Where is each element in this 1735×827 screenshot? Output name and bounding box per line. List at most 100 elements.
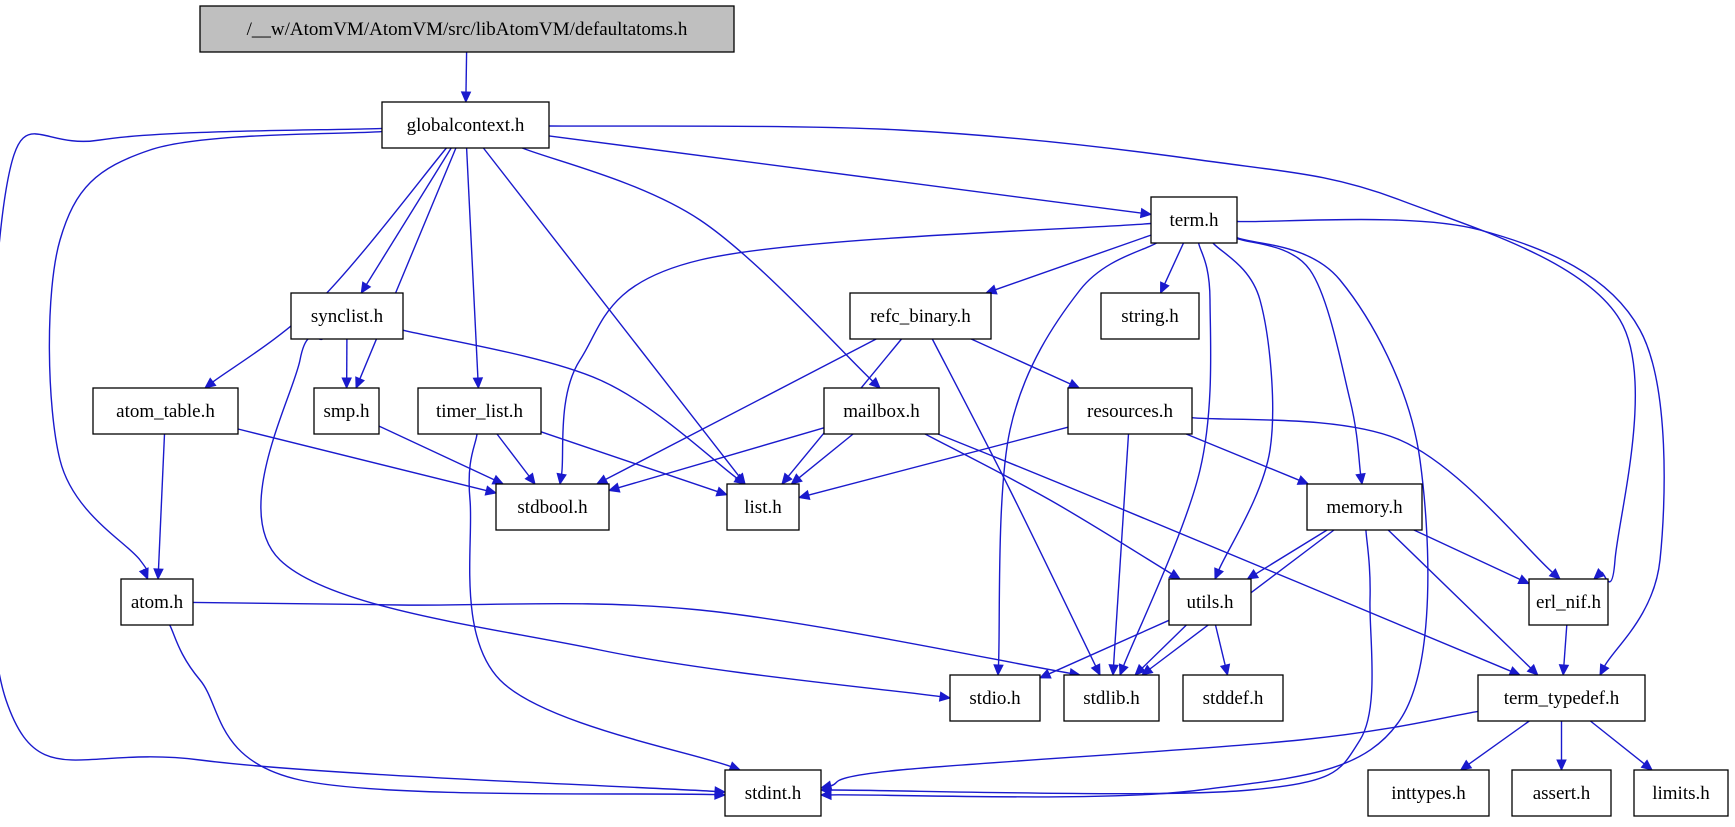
edge-line bbox=[1185, 433, 1300, 481]
node-utils[interactable]: utils.h bbox=[1168, 578, 1252, 626]
arrowhead bbox=[1214, 567, 1224, 581]
node-label: stdint.h bbox=[745, 783, 802, 804]
edge-line bbox=[1563, 624, 1568, 666]
arrowhead bbox=[341, 377, 352, 390]
node-memory[interactable]: memory.h bbox=[1306, 483, 1423, 531]
arrowhead bbox=[1599, 663, 1610, 677]
edge-line bbox=[997, 242, 1157, 666]
node-label: atom_table.h bbox=[116, 401, 215, 422]
node-erl_nif[interactable]: erl_nif.h bbox=[1528, 578, 1609, 626]
arrowhead bbox=[472, 377, 484, 390]
arrowhead bbox=[1558, 664, 1570, 677]
node-label: timer_list.h bbox=[436, 401, 524, 422]
edge-line bbox=[1191, 417, 1553, 573]
arrowhead bbox=[607, 482, 621, 493]
arrowhead bbox=[1090, 663, 1101, 677]
node-resources[interactable]: resources.h bbox=[1067, 387, 1193, 435]
edge-resources-to-erl_nif bbox=[1191, 417, 1561, 580]
node-box bbox=[1528, 578, 1609, 626]
node-stdlib[interactable]: stdlib.h bbox=[1063, 674, 1160, 722]
edge-line bbox=[465, 51, 468, 93]
edge-line bbox=[365, 147, 452, 285]
node-box bbox=[1168, 578, 1252, 626]
edge-line bbox=[605, 338, 877, 481]
arrowhead bbox=[1508, 666, 1522, 676]
node-box bbox=[1182, 674, 1284, 722]
node-inttypes[interactable]: inttypes.h bbox=[1367, 769, 1490, 817]
node-list[interactable]: list.h bbox=[726, 483, 800, 531]
edge-line bbox=[540, 431, 718, 493]
edge-resources-to-memory bbox=[1185, 433, 1310, 485]
edge-line bbox=[970, 338, 1071, 385]
node-atom[interactable]: atom.h bbox=[120, 578, 194, 626]
edge-mailbox-to-term_typedef bbox=[937, 433, 1522, 676]
arrowhead bbox=[819, 780, 833, 791]
edge-globalcontext-to-atom bbox=[48, 130, 383, 581]
edge-resources-to-stdlib bbox=[1108, 433, 1130, 677]
node-mailbox[interactable]: mailbox.h bbox=[823, 387, 940, 435]
node-defaultatoms[interactable]: /__w/AtomVM/AtomVM/src/libAtomVM/default… bbox=[199, 5, 735, 53]
arrowhead bbox=[1246, 569, 1260, 580]
nodes-layer: /__w/AtomVM/AtomVM/src/libAtomVM/default… bbox=[92, 5, 1729, 817]
edge-line bbox=[548, 135, 1142, 214]
node-stdint[interactable]: stdint.h bbox=[724, 769, 822, 817]
node-limits[interactable]: limits.h bbox=[1633, 769, 1729, 817]
node-label: resources.h bbox=[1087, 401, 1173, 422]
edge-globalcontext-to-atom_table bbox=[204, 147, 447, 389]
edge-line bbox=[1141, 624, 1187, 669]
arrowhead bbox=[556, 472, 567, 486]
node-string[interactable]: string.h bbox=[1100, 292, 1200, 340]
edge-atom_table-to-atom bbox=[153, 433, 166, 581]
edge-synclist-to-stdio bbox=[260, 336, 952, 702]
edge-line bbox=[212, 147, 447, 383]
edge-term-to-memory bbox=[1236, 237, 1366, 486]
arrowhead bbox=[1108, 664, 1119, 677]
arrowhead bbox=[1118, 663, 1129, 677]
node-term_typedef[interactable]: term_typedef.h bbox=[1477, 674, 1646, 722]
edge-line bbox=[1164, 242, 1185, 285]
node-box bbox=[381, 101, 550, 149]
node-label: stdio.h bbox=[969, 688, 1021, 709]
arrowhead bbox=[1556, 759, 1567, 772]
edge-line bbox=[830, 529, 1373, 795]
node-term[interactable]: term.h bbox=[1150, 196, 1238, 244]
edge-line bbox=[496, 433, 530, 477]
arrowhead bbox=[938, 691, 952, 702]
edge-synclist-to-smp bbox=[341, 338, 352, 390]
arrowhead bbox=[1459, 759, 1473, 771]
arrowhead bbox=[1168, 569, 1182, 580]
node-timer_list[interactable]: timer_list.h bbox=[417, 387, 542, 435]
node-box bbox=[949, 674, 1041, 722]
node-stdbool[interactable]: stdbool.h bbox=[495, 483, 610, 531]
arrowhead bbox=[1067, 378, 1081, 389]
node-stddef[interactable]: stddef.h bbox=[1182, 674, 1284, 722]
node-smp[interactable]: smp.h bbox=[313, 387, 380, 435]
arrowhead bbox=[204, 377, 217, 389]
edge-line bbox=[0, 127, 716, 793]
node-stdio[interactable]: stdio.h bbox=[949, 674, 1041, 722]
arrowhead bbox=[715, 486, 729, 497]
arrowhead bbox=[1548, 568, 1561, 580]
node-assert[interactable]: assert.h bbox=[1511, 769, 1612, 817]
edge-line bbox=[465, 147, 479, 379]
node-refc_binary[interactable]: refc_binary.h bbox=[849, 292, 992, 340]
arrowhead bbox=[1139, 207, 1153, 219]
node-globalcontext[interactable]: globalcontext.h bbox=[381, 101, 550, 149]
node-box bbox=[313, 387, 380, 435]
node-label: limits.h bbox=[1652, 783, 1710, 804]
edge-line bbox=[937, 433, 1512, 672]
edge-term-to-stdio bbox=[993, 242, 1157, 677]
edge-term_typedef-to-inttypes bbox=[1459, 720, 1530, 771]
edge-memory-to-utils bbox=[1246, 529, 1328, 580]
edge-line bbox=[260, 336, 941, 698]
node-box bbox=[1067, 387, 1193, 435]
edge-line bbox=[1413, 529, 1521, 581]
edge-memory-to-term_typedef bbox=[1387, 529, 1539, 676]
node-label: assert.h bbox=[1533, 783, 1591, 804]
node-atom_table[interactable]: atom_table.h bbox=[92, 387, 239, 435]
edge-line bbox=[1387, 529, 1532, 669]
edge-term-to-refc_binary bbox=[984, 234, 1152, 295]
node-synclist[interactable]: synclist.h bbox=[290, 292, 404, 340]
node-label: inttypes.h bbox=[1391, 783, 1466, 804]
node-box bbox=[823, 387, 940, 435]
